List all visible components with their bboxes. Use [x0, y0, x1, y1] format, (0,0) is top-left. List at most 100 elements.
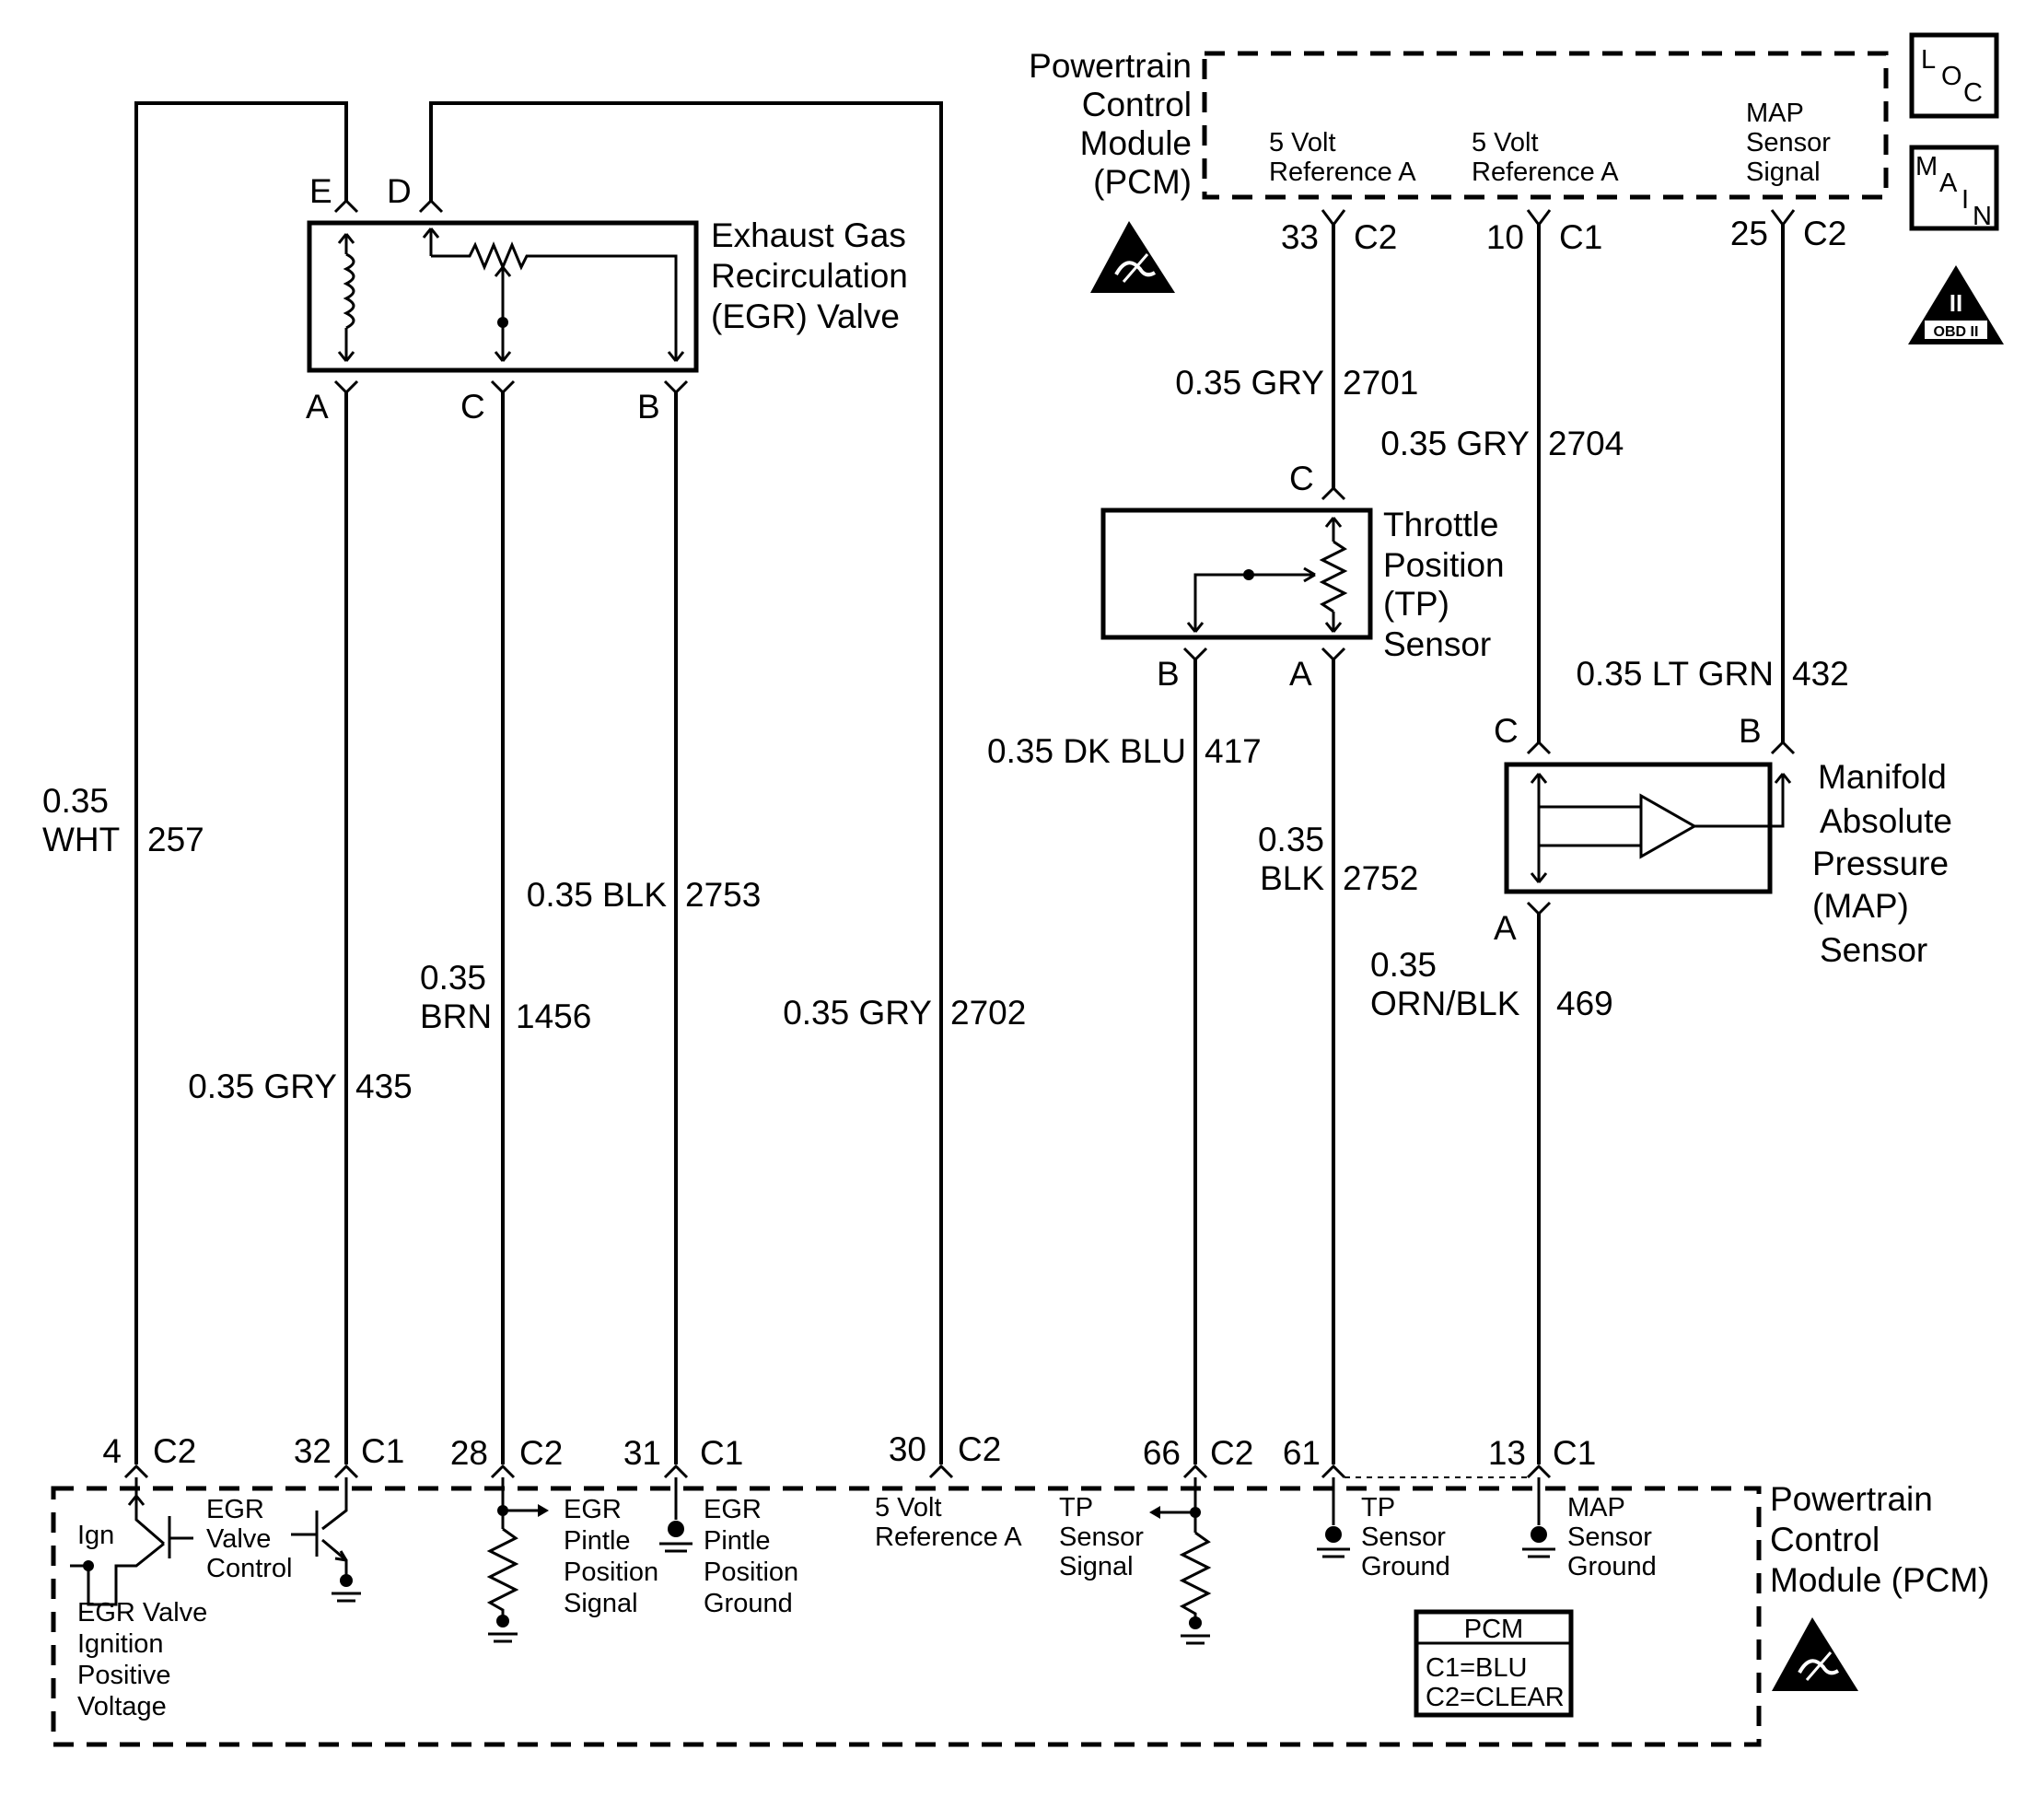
- map-sensor-title-2: Absolute: [1820, 802, 1952, 840]
- egr-conn-b: [663, 379, 689, 395]
- pintle-ground-label-3: Position: [704, 1558, 798, 1587]
- pcm-top-pin25-label-1: MAP: [1746, 99, 1804, 128]
- egr-valve-title-3: (EGR) Valve: [711, 298, 900, 335]
- pcm-pin-66-conn: C2: [1210, 1434, 1253, 1472]
- pcm-top-pin25-label-3: Signal: [1746, 158, 1821, 187]
- wire-1456-gauge-1: 0.35: [420, 959, 486, 997]
- connector-33-conn: C2: [1354, 218, 1397, 256]
- pcm-top-outline: [1202, 51, 1889, 200]
- wire-2704-circuit: 2704: [1548, 425, 1624, 462]
- tp-conn-b: [1182, 647, 1208, 662]
- tp-pin-b: B: [1157, 655, 1180, 693]
- egr-conn-d: [418, 198, 444, 214]
- wire-257-gauge-2: WHT: [42, 821, 120, 858]
- tp-sensor-title-1: Throttle: [1383, 506, 1498, 543]
- map-pin-a: A: [1494, 909, 1517, 947]
- connector-10-symbol: [1526, 209, 1552, 228]
- pcm-conn-30: [928, 1464, 954, 1479]
- pcm-conn-28: [490, 1464, 516, 1479]
- wire-2701-circuit: 2701: [1343, 364, 1418, 402]
- pcm-top-title-2: Control: [1082, 86, 1192, 123]
- map-ground-label-1: MAP: [1567, 1493, 1625, 1522]
- tp-signal-label-1: TP: [1059, 1493, 1093, 1522]
- pintle-ground-label-4: Ground: [704, 1589, 793, 1618]
- loc-icon-letter-l: L: [1921, 45, 1936, 75]
- wire-1456-gauge-2: BRN: [420, 998, 492, 1035]
- pcm-pin-28-conn: C2: [519, 1434, 563, 1472]
- pcm-pin-13-conn: C1: [1553, 1434, 1596, 1472]
- egr-pin-a: A: [306, 388, 329, 426]
- egr-pintle-potentiometer-icon: [422, 228, 685, 362]
- pintle-signal-label-4: Signal: [564, 1589, 638, 1618]
- pcm-pin-30-conn: C2: [958, 1430, 1001, 1468]
- connector-25-pin: 25: [1730, 215, 1768, 252]
- wire-432-circuit: 432: [1792, 655, 1849, 693]
- wire-2702: [429, 101, 943, 1464]
- loc-icon-letter-o: O: [1941, 62, 1962, 91]
- wire-2753-circuit: 2753: [685, 876, 761, 914]
- legend-title: PCM: [1464, 1615, 1523, 1644]
- pcm-pin-30: 30: [889, 1430, 926, 1468]
- tp-potentiometer-icon: [1186, 517, 1348, 633]
- tp-ground-label-1: TP: [1361, 1493, 1395, 1522]
- tp-conn-a: [1321, 647, 1346, 662]
- pcm-top-module: Powertrain Control Module (PCM) 5 Volt R…: [1029, 47, 1889, 293]
- egr-valve-title-2: Recirculation: [711, 257, 908, 295]
- egr-conn-a: [333, 379, 359, 395]
- pcm-bottom-module: Powertrain Control Module (PCM) 4 C2 32 …: [51, 1430, 1990, 1747]
- pcm-pin-32: 32: [294, 1432, 332, 1470]
- egr-ignition-transistor-icon: [70, 1477, 193, 1606]
- wire-469-circuit: 469: [1556, 985, 1613, 1022]
- pcm-bottom-title-1: Powertrain: [1770, 1480, 1933, 1518]
- pintle-signal-resistor-icon: [486, 1477, 549, 1643]
- wire-labels: 0.35 WHT 257 0.35 GRY 435 0.35 BRN 1456 …: [42, 364, 1849, 1105]
- map-sensor-title-3: Pressure: [1812, 845, 1949, 882]
- main-icon: M A I N: [1909, 145, 1999, 231]
- egr-control-label-1: EGR: [206, 1495, 264, 1524]
- connector-25-conn: C2: [1803, 215, 1846, 252]
- pcm-conn-32: [333, 1464, 359, 1479]
- connector-25-symbol: [1770, 209, 1796, 228]
- wire-2753-gauge: 0.35 BLK: [527, 876, 668, 914]
- esd-sensitive-icon: [1772, 1617, 1858, 1691]
- pcm-bottom-outline: [51, 1486, 1762, 1747]
- wire-2702-gauge: 0.35 GRY: [783, 994, 932, 1032]
- pcm-conn-13: [1526, 1464, 1552, 1479]
- egr-ign-label-2: Ignition: [77, 1629, 164, 1659]
- wire-417-gauge: 0.35 DK BLU: [987, 732, 1186, 770]
- connector-33-pin: 33: [1281, 218, 1319, 256]
- connector-33-symbol: [1321, 209, 1346, 228]
- pintle-signal-label-2: Pintle: [564, 1526, 631, 1556]
- pcm-top-title-1: Powertrain: [1029, 47, 1192, 85]
- main-icon-letter-i: I: [1961, 185, 1969, 215]
- tp-ground-label-2: Sensor: [1361, 1522, 1446, 1552]
- tp-signal-resistor-icon: [1149, 1477, 1212, 1645]
- egr-control-transistor-icon: [291, 1477, 361, 1603]
- egr-control-label-2: Valve: [206, 1524, 271, 1554]
- map-pin-c: C: [1494, 712, 1519, 750]
- egr-valve: Exhaust Gas Recirculation (EGR) Valve E …: [306, 172, 908, 426]
- pcm-pin-4-conn: C2: [153, 1432, 196, 1470]
- pcm-bottom-title-2: Control: [1770, 1521, 1880, 1558]
- ign-label: Ign: [77, 1521, 114, 1550]
- wire-2752-gauge-2: BLK: [1260, 859, 1324, 897]
- map-sensor-body: [1504, 762, 1773, 894]
- pcm-conn-31: [663, 1464, 689, 1479]
- pcm-conn-61: [1321, 1464, 1346, 1479]
- wire-432-gauge: 0.35 LT GRN: [1576, 655, 1774, 693]
- egr-ign-label-1: EGR Valve: [77, 1598, 207, 1628]
- egr-ign-label-4: Voltage: [77, 1692, 167, 1721]
- main-icon-letter-m: M: [1915, 152, 1938, 181]
- pcm-pin-4: 4: [102, 1432, 122, 1470]
- egr-pin-b: B: [637, 388, 660, 426]
- wire-2701-gauge: 0.35 GRY: [1175, 364, 1324, 402]
- pcm-conn-66: [1182, 1464, 1208, 1479]
- tp-conn-c: [1321, 485, 1346, 501]
- egr-pin-c: C: [460, 388, 485, 426]
- wire-435-circuit: 435: [355, 1068, 413, 1105]
- egr-ign-label-3: Positive: [77, 1661, 171, 1690]
- connector-10-pin: 10: [1486, 218, 1524, 256]
- map-conn-b: [1770, 740, 1796, 755]
- egr-solenoid-coil-icon: [337, 233, 355, 362]
